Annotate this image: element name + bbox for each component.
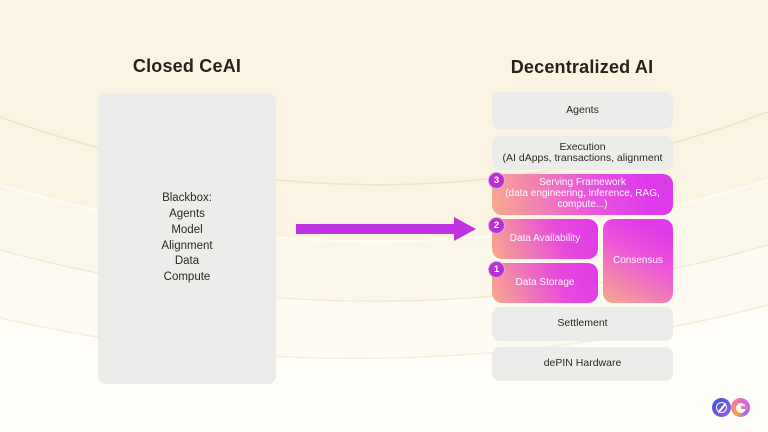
closed-ai-blackbox: Blackbox: Agents Model Alignment Data Co… [98, 93, 276, 384]
layer-consensus: Consensus [603, 219, 673, 303]
right-arrow-icon [296, 217, 476, 246]
layer-label: Agents [566, 103, 599, 116]
layer-label: Serving Framework [539, 177, 626, 189]
g-ring-icon [731, 398, 750, 417]
layer-label: Data Availability [509, 232, 581, 244]
layer-label: Data Storage [515, 276, 575, 288]
layer-label: Execution [559, 140, 606, 153]
step-badge-1: 1 [488, 261, 505, 278]
layer-label: Consensus [612, 254, 664, 266]
blackbox-line: Model [171, 223, 203, 236]
layer-serving-framework: 3 Serving Framework (data engineering, i… [488, 172, 673, 215]
blackbox-line: Alignment [161, 239, 213, 252]
layer-sublabel: compute...) [557, 198, 608, 210]
zero-slash-icon [712, 398, 731, 417]
layer-label: Settlement [557, 317, 608, 330]
layer-data-availability: 2 Data Availability [488, 217, 598, 259]
layer-depin-hardware: dePIN Hardware [492, 347, 673, 381]
layer-agents: Agents [492, 92, 673, 129]
layer-sublabel: (AI dApps, transactions, alignment [502, 152, 663, 164]
layer-data-storage: 1 Data Storage [488, 261, 598, 303]
layer-label: dePIN Hardware [543, 357, 622, 370]
layer-execution: Execution (AI dApps, transactions, align… [492, 136, 673, 170]
step-badge-3: 3 [488, 172, 505, 189]
layer-sublabel: (data engineering, inference, RAG, [505, 188, 660, 200]
decentralized-ai-title: Decentralized AI [510, 57, 654, 77]
zero-g-logo [712, 398, 751, 417]
blackbox-line: Compute [163, 270, 211, 283]
blackbox-line: Data [174, 255, 200, 268]
blackbox-line: Agents [169, 208, 205, 221]
step-badge-2: 2 [488, 217, 505, 234]
blackbox-line: Blackbox: [162, 192, 212, 205]
closed-ceai-title: Closed CeAI [132, 56, 242, 76]
layer-settlement: Settlement [492, 307, 673, 341]
